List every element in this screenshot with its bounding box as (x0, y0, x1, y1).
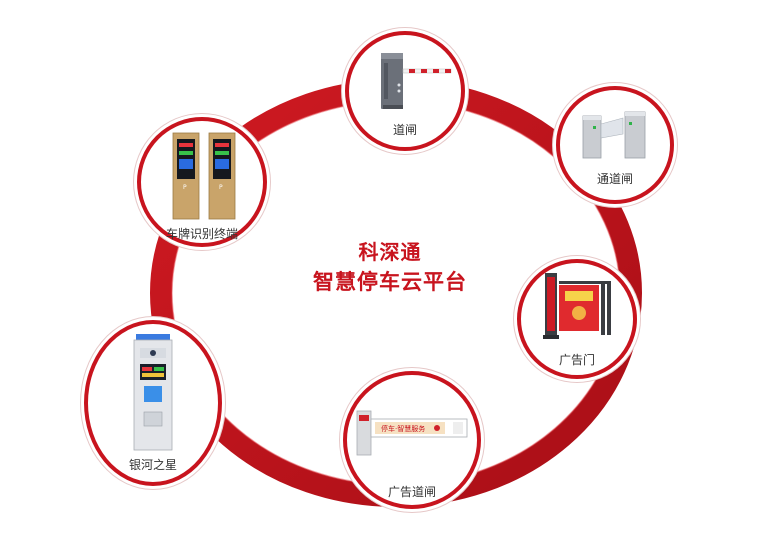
node-label: 广告道闸 (387, 485, 436, 499)
ad-banner-text: 停车·智慧服务 (381, 424, 425, 433)
barrier-gate-icon (381, 53, 452, 109)
node-plate-terminal[interactable]: P P 车牌识别终端 (137, 117, 267, 247)
galaxy-star-terminal-icon (133, 334, 173, 451)
node-galaxy-star[interactable]: 银河之星 (84, 320, 222, 486)
plate-recognition-terminal-icon: P P (172, 132, 236, 220)
platform-brand: 科深通 (358, 240, 422, 264)
node-label: 通道闸 (596, 172, 633, 186)
node-ad-barrier[interactable]: 停车·智慧服务 广告道闸 (343, 371, 481, 509)
node-ad-door[interactable]: 广告门 (517, 259, 637, 379)
svg-text:P: P (183, 184, 187, 191)
ad-door-icon (543, 273, 611, 339)
node-label: 道闸 (392, 123, 417, 137)
node-barrier-gate[interactable]: 道闸 (345, 31, 465, 151)
turnstile-icon (582, 111, 646, 159)
node-label: 银河之星 (128, 458, 177, 472)
ad-barrier-gate-icon: 停车·智慧服务 (356, 410, 468, 456)
node-label: 广告门 (558, 353, 595, 367)
node-turnstile[interactable]: 通道闸 (556, 86, 674, 204)
platform-title: 智慧停车云平台 (313, 270, 467, 294)
svg-text:P: P (219, 184, 223, 191)
node-label: 车牌识别终端 (165, 227, 238, 241)
